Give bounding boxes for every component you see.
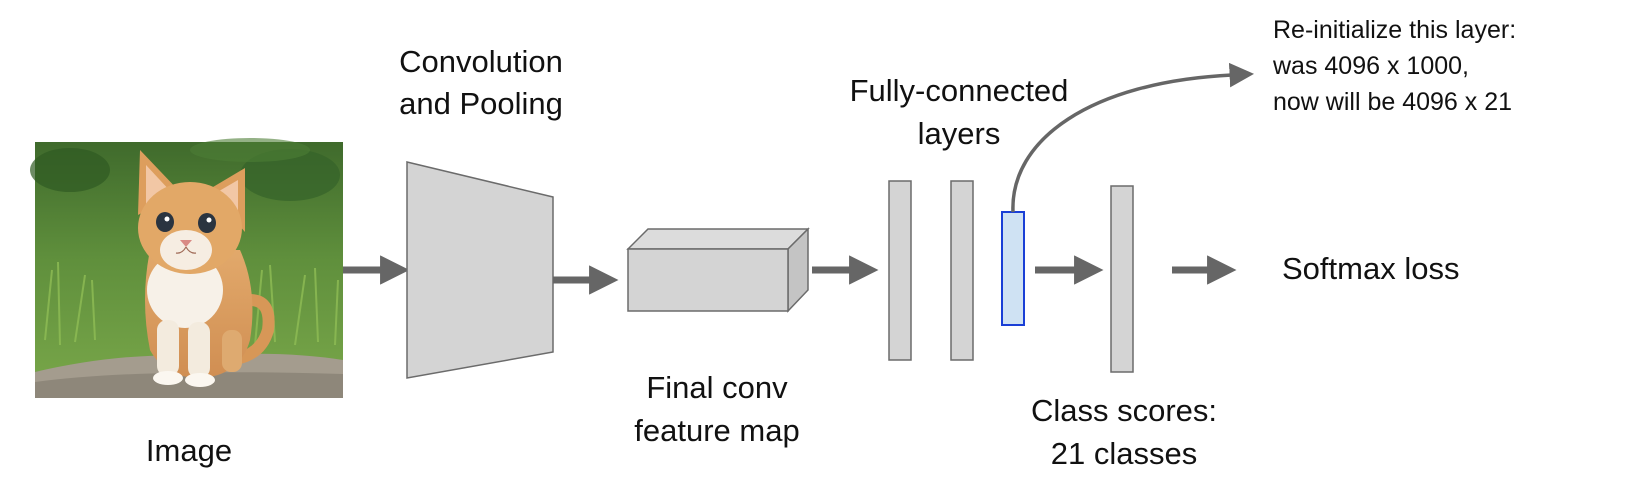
feature-map-label-line1: Final conv	[646, 370, 788, 405]
reinit-note-line3: now will be 4096 x 21	[1273, 88, 1512, 116]
image-label: Image	[146, 433, 232, 468]
softmax-loss-label: Softmax loss	[1282, 251, 1459, 286]
reinit-callout-arrow	[1011, 62, 1255, 213]
fc-layer-2	[950, 180, 974, 361]
fc-layer-1	[888, 180, 912, 361]
fc-layers-label-line2: layers	[918, 116, 1001, 151]
feature-map-label-line2: feature map	[634, 413, 799, 448]
reinit-note-line2: was 4096 x 1000,	[1272, 52, 1469, 80]
class-scores-label-line1: Class scores:	[1031, 393, 1217, 428]
conv-pool-label-line2: and Pooling	[399, 86, 563, 121]
reinit-note-line1: Re-initialize this layer:	[1273, 16, 1516, 44]
conv-pool-block	[406, 161, 554, 379]
class-scores-label-line2: 21 classes	[1051, 436, 1197, 471]
feature-map-block	[626, 227, 810, 313]
conv-pool-label-line1: Convolution	[399, 44, 563, 79]
fc-layers-label-line1: Fully-connected	[850, 73, 1069, 108]
kitten-photo-icon	[30, 138, 343, 398]
fc-layer-reinit	[1001, 211, 1025, 326]
class-scores-layer	[1110, 185, 1134, 373]
